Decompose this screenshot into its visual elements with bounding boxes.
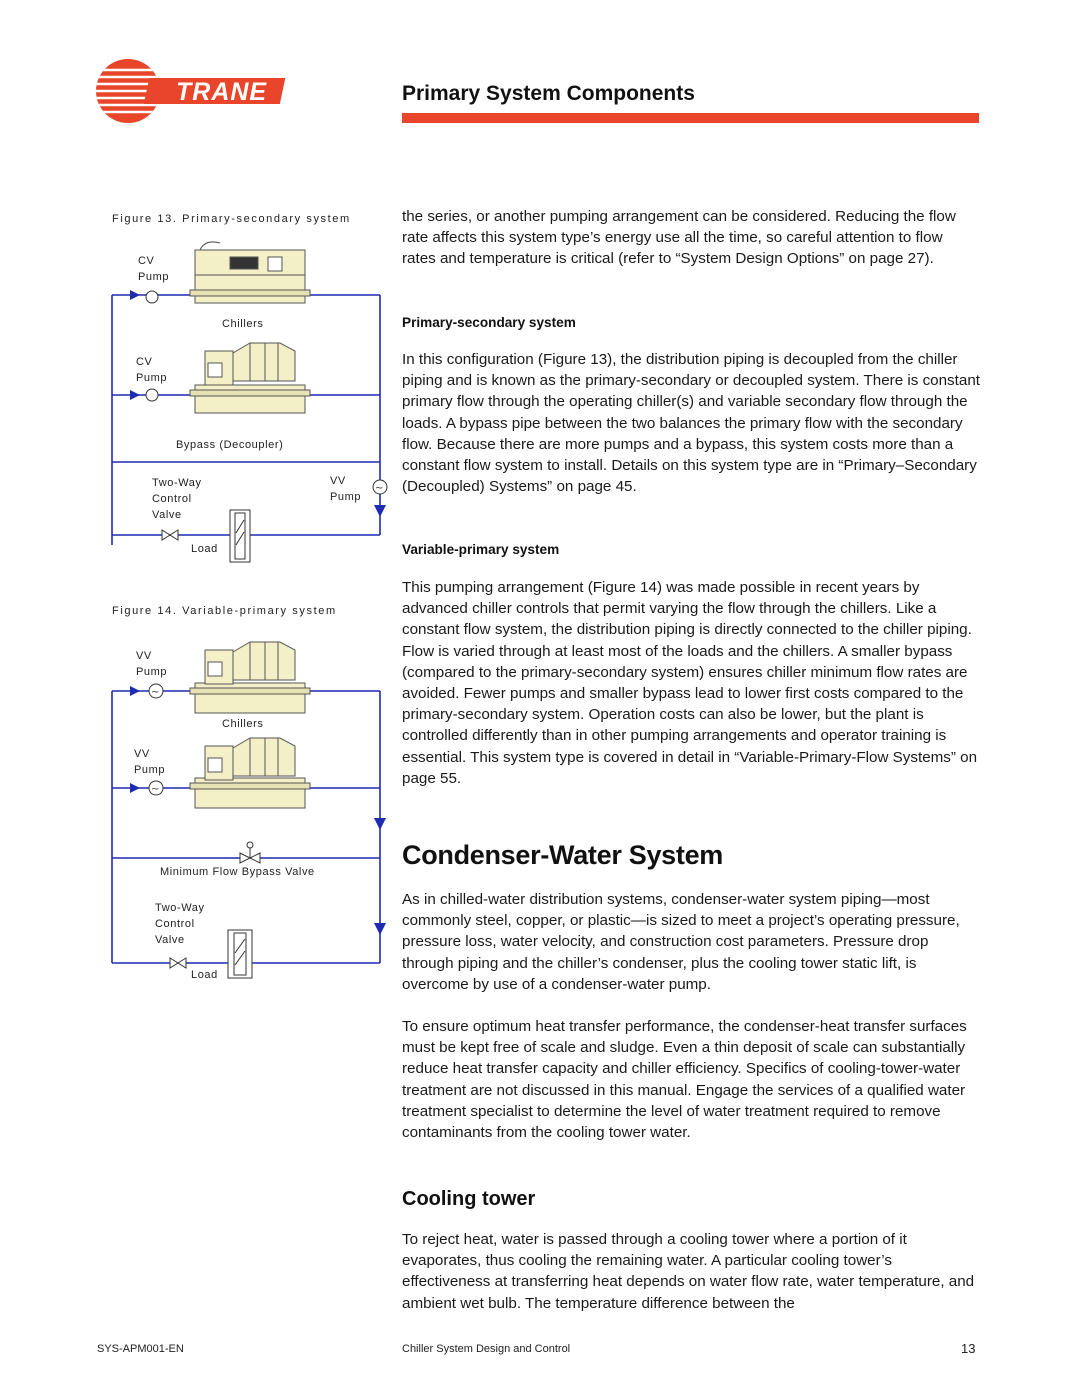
para-condenser-1: As in chilled-water distribution systems… — [402, 891, 960, 993]
svg-text:~: ~ — [375, 483, 383, 494]
figure-13-diagram: ~ CV Pump Chillers CV Pump Bypass (Decou… — [111, 241, 388, 563]
vv-pump-2-label-a: VV — [134, 748, 150, 760]
flow-arrows — [130, 686, 386, 935]
two-way-valve-icon — [161, 529, 179, 541]
para-variable-primary: This pumping arrangement (Figure 14) was… — [402, 579, 978, 787]
cv-pump-2-icon — [145, 388, 159, 402]
chiller-1-icon — [189, 641, 311, 714]
vv-pump-icon: ~ — [372, 479, 388, 495]
valve-label-c: Valve — [155, 934, 185, 946]
load-label: Load — [191, 969, 218, 981]
figure-14-caption: Figure 14. Variable-primary system — [112, 605, 337, 617]
cv-pump-1-icon — [145, 290, 159, 304]
figure-14-diagram: ~ ~ VV Pump Chil — [111, 641, 386, 981]
heading-cooling-tower: Cooling tower — [402, 1188, 536, 1210]
two-way-valve-icon — [169, 957, 187, 969]
para-condenser-2: To ensure optimum heat transfer performa… — [402, 1018, 967, 1142]
trane-logo: TRANE — [96, 56, 306, 126]
vv-pump-1-icon: ~ — [148, 683, 164, 699]
figure-13-caption: Figure 13. Primary-secondary system — [112, 213, 351, 225]
min-flow-bypass-valve-icon — [239, 841, 261, 864]
page-number: 13 — [961, 1341, 976, 1356]
valve-label-b: Control — [155, 918, 195, 930]
vv-pump-2-label-b: Pump — [134, 764, 165, 776]
min-flow-valve-label: Minimum Flow Bypass Valve — [160, 866, 315, 878]
intro-paragraph: the series, or another pumping arrangeme… — [402, 208, 956, 268]
footer-doc-title: Chiller System Design and Control — [402, 1343, 571, 1355]
piping — [111, 690, 381, 964]
chillers-label: Chillers — [222, 318, 263, 330]
bypass-label: Bypass (Decoupler) — [176, 439, 283, 451]
svg-text:TRANE: TRANE — [176, 78, 267, 106]
svg-text:~: ~ — [151, 687, 159, 698]
cv-pump-1-label-b: Pump — [138, 271, 169, 283]
load-label: Load — [191, 543, 218, 555]
load-coil-icon — [227, 929, 253, 979]
chillers-label: Chillers — [222, 718, 263, 730]
heading-condenser-water-system: Condenser-Water System — [402, 840, 723, 870]
vv-pump-label-a: VV — [330, 475, 346, 487]
chiller-1-icon — [189, 241, 311, 304]
header-accent-bar — [402, 113, 979, 123]
valve-label-a: Two-Way — [155, 902, 205, 914]
valve-label-a: Two-Way — [152, 477, 202, 489]
cv-pump-2-label-a: CV — [136, 356, 153, 368]
svg-text:~: ~ — [151, 784, 159, 795]
section-title: Primary System Components — [402, 82, 695, 105]
para-primary-secondary: In this configuration (Figure 13), the d… — [402, 351, 980, 496]
valve-label-b: Control — [152, 493, 192, 505]
footer-doc-id: SYS-APM001-EN — [97, 1343, 184, 1355]
chiller-2-icon — [189, 737, 311, 809]
vv-pump-2-icon: ~ — [148, 780, 164, 796]
para-cooling-tower: To reject heat, water is passed through … — [402, 1231, 975, 1312]
subhead-variable-primary: Variable-primary system — [402, 542, 560, 557]
vv-pump-label-b: Pump — [330, 491, 361, 503]
flow-arrows — [130, 290, 386, 517]
vv-pump-1-label-a: VV — [136, 650, 152, 662]
piping — [111, 294, 381, 545]
vv-pump-1-label-b: Pump — [136, 666, 167, 678]
cv-pump-1-label-a: CV — [138, 255, 155, 267]
subhead-primary-secondary: Primary-secondary system — [402, 315, 576, 330]
cv-pump-2-label-b: Pump — [136, 372, 167, 384]
load-coil-icon — [229, 509, 251, 563]
valve-label-c: Valve — [152, 509, 182, 521]
chiller-2-icon — [189, 342, 311, 414]
